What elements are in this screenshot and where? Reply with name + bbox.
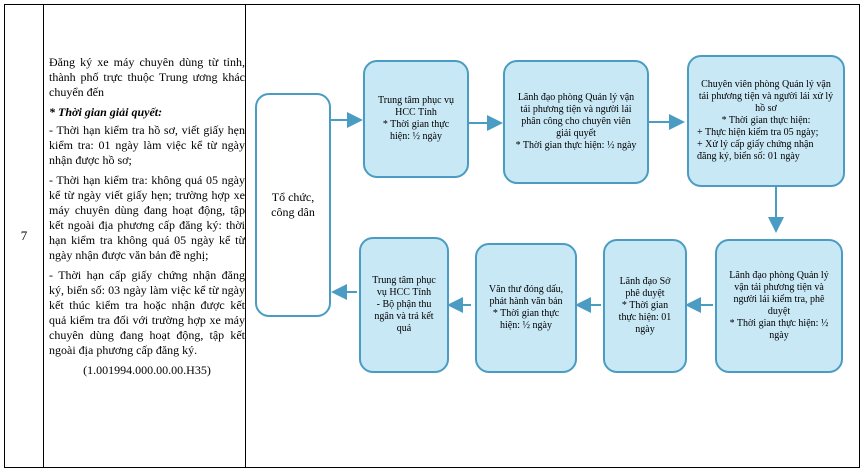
procedure-table: 7 Đăng ký xe máy chuyên dùng từ tỉnh, th… [4,4,860,468]
step5-director-approve: Lãnh đạo Sở phê duyệt * Thời gian thực h… [603,239,687,373]
step7-return-result: Trung tâm phục vụ HCC Tỉnh - Bộ phận thu… [359,237,449,373]
step4-department-head-approve: Lãnh đạo phòng Quản lý vận tải phương ti… [715,239,843,373]
step1-time: * Thời gian thực hiện: ½ ngày [382,119,450,142]
step6-title: Văn thư đóng dấu, phát hành văn bản [488,284,564,307]
step4-title: Lãnh đạo phòng Quản lý vận tải phương ti… [729,270,829,317]
citizen-label: Tổ chức, công dân [271,190,315,219]
step3-specialist-processing: Chuyên viên phòng Quản lý vận tải phương… [687,55,845,187]
step1-hcc-center: Trung tâm phục vụ HCC Tỉnh * Thời gian t… [363,60,469,178]
step4-time: * Thời gian thực hiện: ½ ngày [729,318,829,341]
step6-clerk-issue: Văn thư đóng dấu, phát hành văn bản * Th… [475,243,577,373]
time-limit-item: - Thời hạn kiểm tra hồ sơ, viết giấy hẹn… [49,123,245,167]
step2-time: * Thời gian thực hiện: ½ ngày [515,140,637,151]
procedure-code: (1.001994.000.00.00.H35) [83,363,211,377]
step3-sub-certificate: + Xử lý cấp giấy chứng nhận đăng ký, biể… [697,139,814,162]
step3-sub-inspection: + Thực hiện kiểm tra 05 ngày; [697,127,819,138]
step7-title: Trung tâm phục vụ HCC Tỉnh [372,275,436,298]
step5-title: Lãnh đạo Sở phê duyệt [619,276,671,299]
procedure-title: Đăng ký xe máy chuyên dùng từ tỉnh, thàn… [49,55,245,99]
flow-arrows [331,112,784,313]
step6-time: * Thời gian thực hiện: ½ ngày [492,308,560,331]
step2-department-head-assign: Lãnh đạo phòng Quản lý vận tải phương ti… [503,60,649,184]
step2-title: Lãnh đạo phòng Quản lý vận tải phương ti… [517,92,635,139]
processing-time-heading: * Thời gian giải quyết: [49,105,163,119]
row-number: 7 [20,228,28,243]
process-flowchart: Tổ chức, công dân Trung tâm phục vụ HCC … [247,5,859,467]
time-limit-item: - Thời hạn cấp giấy chứng nhận đăng ký, … [49,268,245,357]
step3-time: * Thời gian thực hiện: [721,115,811,126]
column-divider [43,5,44,467]
step7-detail: - Bộ phận thu ngân và trả kết quả [374,299,434,334]
procedure-description: Đăng ký xe máy chuyên dùng từ tỉnh, thàn… [49,55,245,383]
citizen-box: Tổ chức, công dân [255,93,331,317]
step5-time: * Thời gian thực hiện: 01 ngày [618,300,672,335]
column-divider [245,5,246,467]
time-limit-item: - Thời hạn kiểm tra: không quá 05 ngày k… [49,173,245,262]
step1-title: Trung tâm phục vụ HCC Tỉnh [377,95,455,118]
step3-title: Chuyên viên phòng Quản lý vận tải phương… [698,79,834,114]
